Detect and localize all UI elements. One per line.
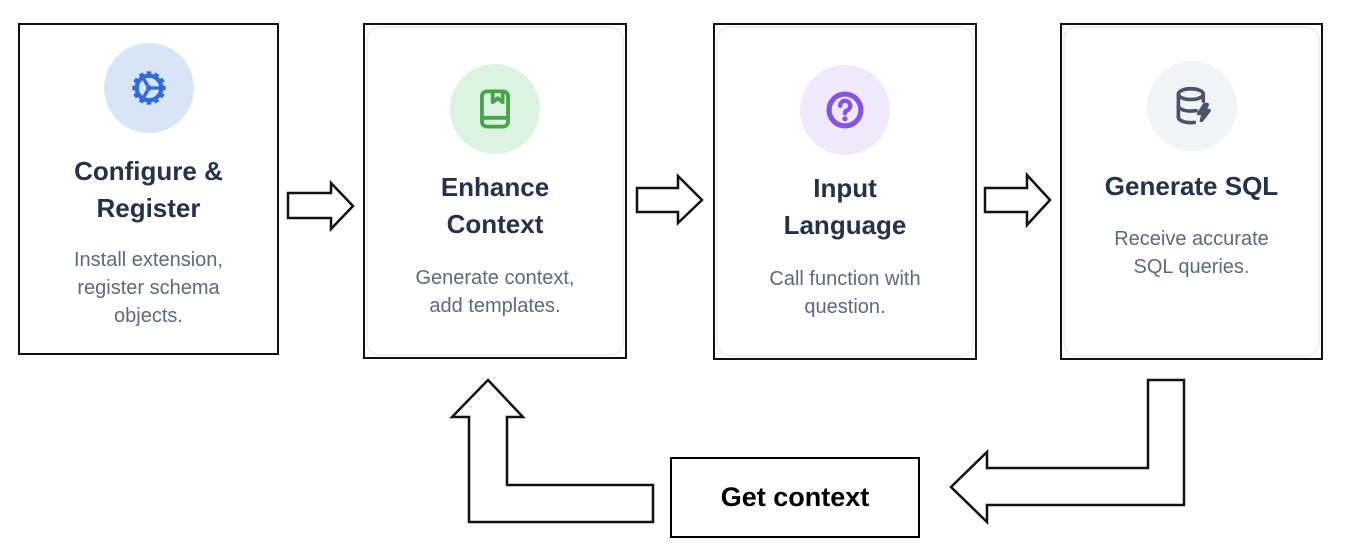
arrow-right-3-icon — [983, 171, 1052, 229]
get-context-box: Get context — [670, 457, 920, 538]
arrow-up-loop-icon — [449, 378, 655, 524]
step-title: Enhance Context — [441, 169, 549, 243]
arrow-right-2-icon — [635, 172, 704, 226]
arrow-down-left-loop-icon — [949, 378, 1186, 525]
step-title-line: Configure & — [74, 156, 223, 186]
arrow-right-1-icon — [286, 179, 355, 233]
book-icon-circle — [450, 64, 540, 154]
step-description-line: question. — [804, 296, 886, 318]
question-icon-circle — [800, 65, 890, 155]
step-title-line: Enhance — [440, 172, 550, 202]
step-title: Input Language — [784, 170, 907, 244]
step-title: Generate SQL — [1105, 168, 1278, 205]
step-description: Call function with question. — [769, 265, 920, 321]
step-title: Configure & Register — [74, 153, 223, 227]
step-description-line: objects. — [114, 305, 183, 327]
step-card-configure-register: Configure & Register Install extension, … — [18, 23, 279, 355]
step-title-line: Input — [813, 173, 877, 203]
book-bookmark-icon — [480, 89, 510, 129]
database-bolt-icon — [1176, 86, 1211, 125]
step-description-line: add templates. — [429, 295, 561, 317]
step-title-line: Register — [96, 193, 201, 223]
step-description-line: register schema — [77, 277, 220, 299]
step-description-line: Generate context, — [415, 267, 575, 289]
step-card-enhance-context: Enhance Context Generate context, add te… — [363, 23, 627, 359]
step-card-input-language: Input Language Call function with questi… — [713, 23, 977, 360]
step-description: Install extension, register schema objec… — [74, 246, 223, 330]
database-icon-circle — [1146, 61, 1237, 151]
step-description-line: Receive accurate — [1114, 228, 1269, 250]
step-description: Generate context, add templates. — [416, 264, 575, 320]
step-title-line: Language — [783, 210, 907, 240]
step-description: Receive accurate SQL queries. — [1114, 225, 1269, 281]
step-description-line: Call function with — [769, 268, 921, 290]
step-title-line: Context — [446, 209, 544, 239]
gear-icon-circle — [103, 43, 194, 133]
question-circle-icon — [826, 91, 864, 129]
step-description-line: Install extension, — [74, 249, 223, 271]
step-card-generate-sql: Generate SQL Receive accurate SQL querie… — [1060, 23, 1323, 360]
step-title-line: Generate SQL — [1104, 171, 1279, 201]
step-description-line: SQL queries. — [1133, 256, 1250, 278]
gear-icon — [131, 71, 166, 105]
get-context-label: Get context — [720, 482, 870, 512]
